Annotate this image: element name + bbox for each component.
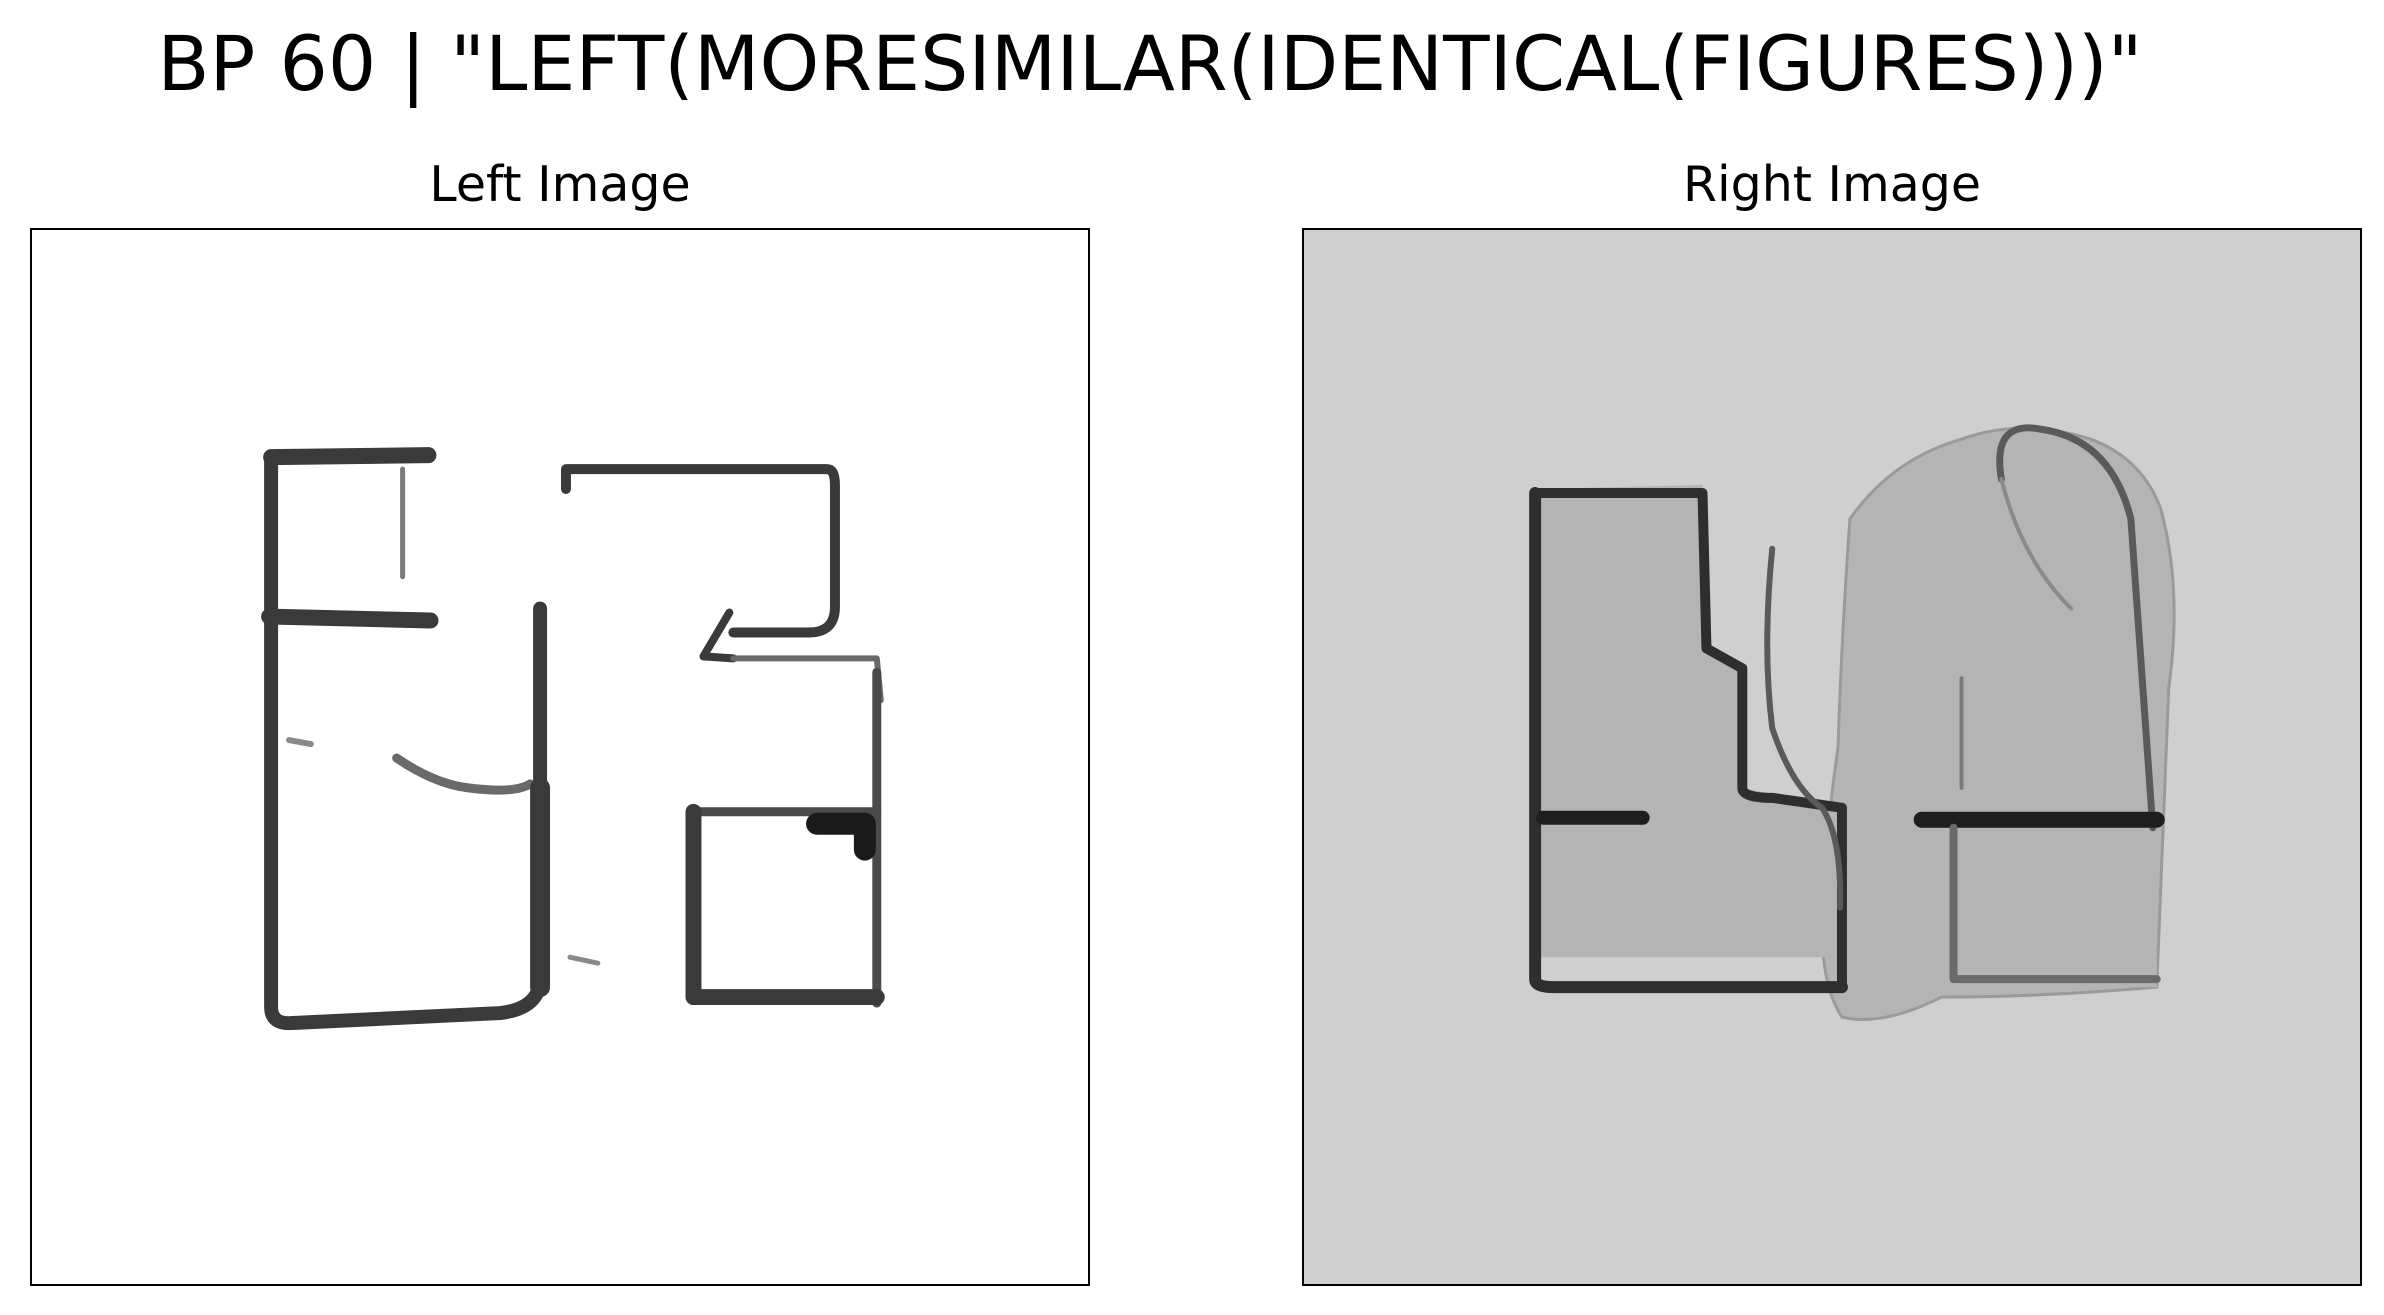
left-room-mark	[286, 737, 314, 748]
right-left-room-outline	[1529, 487, 1848, 994]
right-image-panel	[1302, 228, 2362, 1286]
right-floorplan-drawing	[1304, 230, 2360, 1284]
right-room-lower-box	[685, 803, 885, 1006]
right-right-room-fill	[1921, 817, 2157, 988]
figure-title: BP 60 | "LEFT(MORESIMILAR(IDENTICAL(FIGU…	[157, 19, 2143, 108]
right-center-curve	[1764, 545, 1844, 911]
right-panel-title: Right Image	[1682, 156, 1982, 213]
right-left-room-fill	[1533, 485, 1842, 958]
right-room-top-outline	[560, 464, 840, 638]
left-image-panel	[30, 228, 1090, 1286]
right-room-mark	[567, 954, 601, 966]
right-right-room-lower-box	[1949, 823, 2161, 984]
right-left-room-wall	[1530, 488, 1847, 993]
right-room-arrow-mark	[699, 608, 738, 663]
left-room-middle-wall	[261, 608, 439, 629]
left-floorplan-drawing	[32, 230, 1088, 1284]
right-right-room-scribble	[1999, 477, 2074, 611]
right-image-background	[1304, 230, 2360, 1284]
left-room-inner-curve	[392, 753, 535, 795]
left-panel-title: Left Image	[429, 156, 691, 213]
left-room-top-wall	[263, 447, 437, 466]
right-room-dark-corner	[806, 812, 876, 861]
right-right-room-arc	[1996, 424, 2157, 832]
left-image-background	[32, 230, 1088, 1284]
